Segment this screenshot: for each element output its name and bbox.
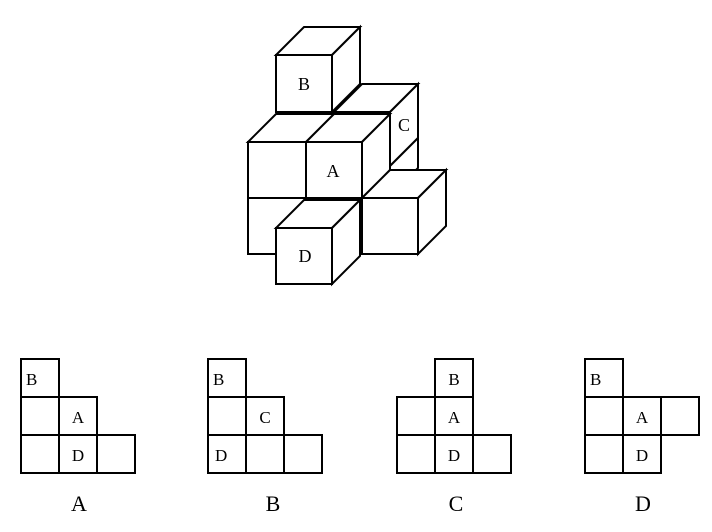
option-cell-letter: A [72,408,85,427]
cube-middle-front [305,141,363,199]
option-label: B [266,491,281,516]
option-cell-letter: A [636,408,649,427]
option-a-cell [58,396,98,436]
option-b-cell [245,434,285,474]
cube-letter-bottom: D [299,246,312,266]
option-c-cell [434,396,474,436]
cube-middle-left-front [247,141,307,199]
option-d-cell [584,434,624,474]
option-a-cell [20,434,60,474]
option-cell-letter: D [72,446,84,465]
option-b[interactable]: B C D B [207,358,323,516]
option-c-cell [472,434,512,474]
option-label: A [71,491,87,516]
option-b-cell [207,396,247,436]
option-label: C [449,491,464,516]
cube-bottom-right-front [361,197,419,255]
cube-front [273,197,363,287]
option-d-cell [584,358,624,398]
cube-middle-left [245,113,337,199]
option-cell-letter: C [259,408,270,427]
option-b-cell [283,434,323,474]
option-cell-letter: A [448,408,461,427]
cube-middle [303,111,393,201]
cube-letter-middle: A [327,161,340,181]
option-c-cell [396,434,436,474]
option-cell-letter: B [590,370,601,389]
cube-front-front [275,227,333,285]
option-cell-letter: D [448,446,460,465]
cube-letter-top: B [298,74,310,94]
cube-top [273,24,363,115]
cube-top-front [275,54,333,113]
option-c[interactable]: BAD C [396,358,512,516]
option-cell-letter: B [26,370,37,389]
option-a-cell [20,396,60,436]
option-c-cell [396,396,436,436]
cube-letter-side: C [398,115,410,135]
cube-bottom-right [359,167,449,257]
option-a-cell [96,434,136,474]
option-a-cell [20,358,60,398]
option-b-cell [245,396,285,436]
option-cell-letter: D [215,446,227,465]
option-cell-letter: B [448,370,459,389]
option-label: D [635,491,651,516]
option-d-cell [660,396,700,436]
option-c-cell [434,358,474,398]
option-cell-letter: D [636,446,648,465]
option-d-cell [584,396,624,436]
cube-stack: B C A D [245,24,449,287]
option-b-cell [207,358,247,398]
option-d-cell [622,434,662,474]
option-cell-letter: B [213,370,224,389]
